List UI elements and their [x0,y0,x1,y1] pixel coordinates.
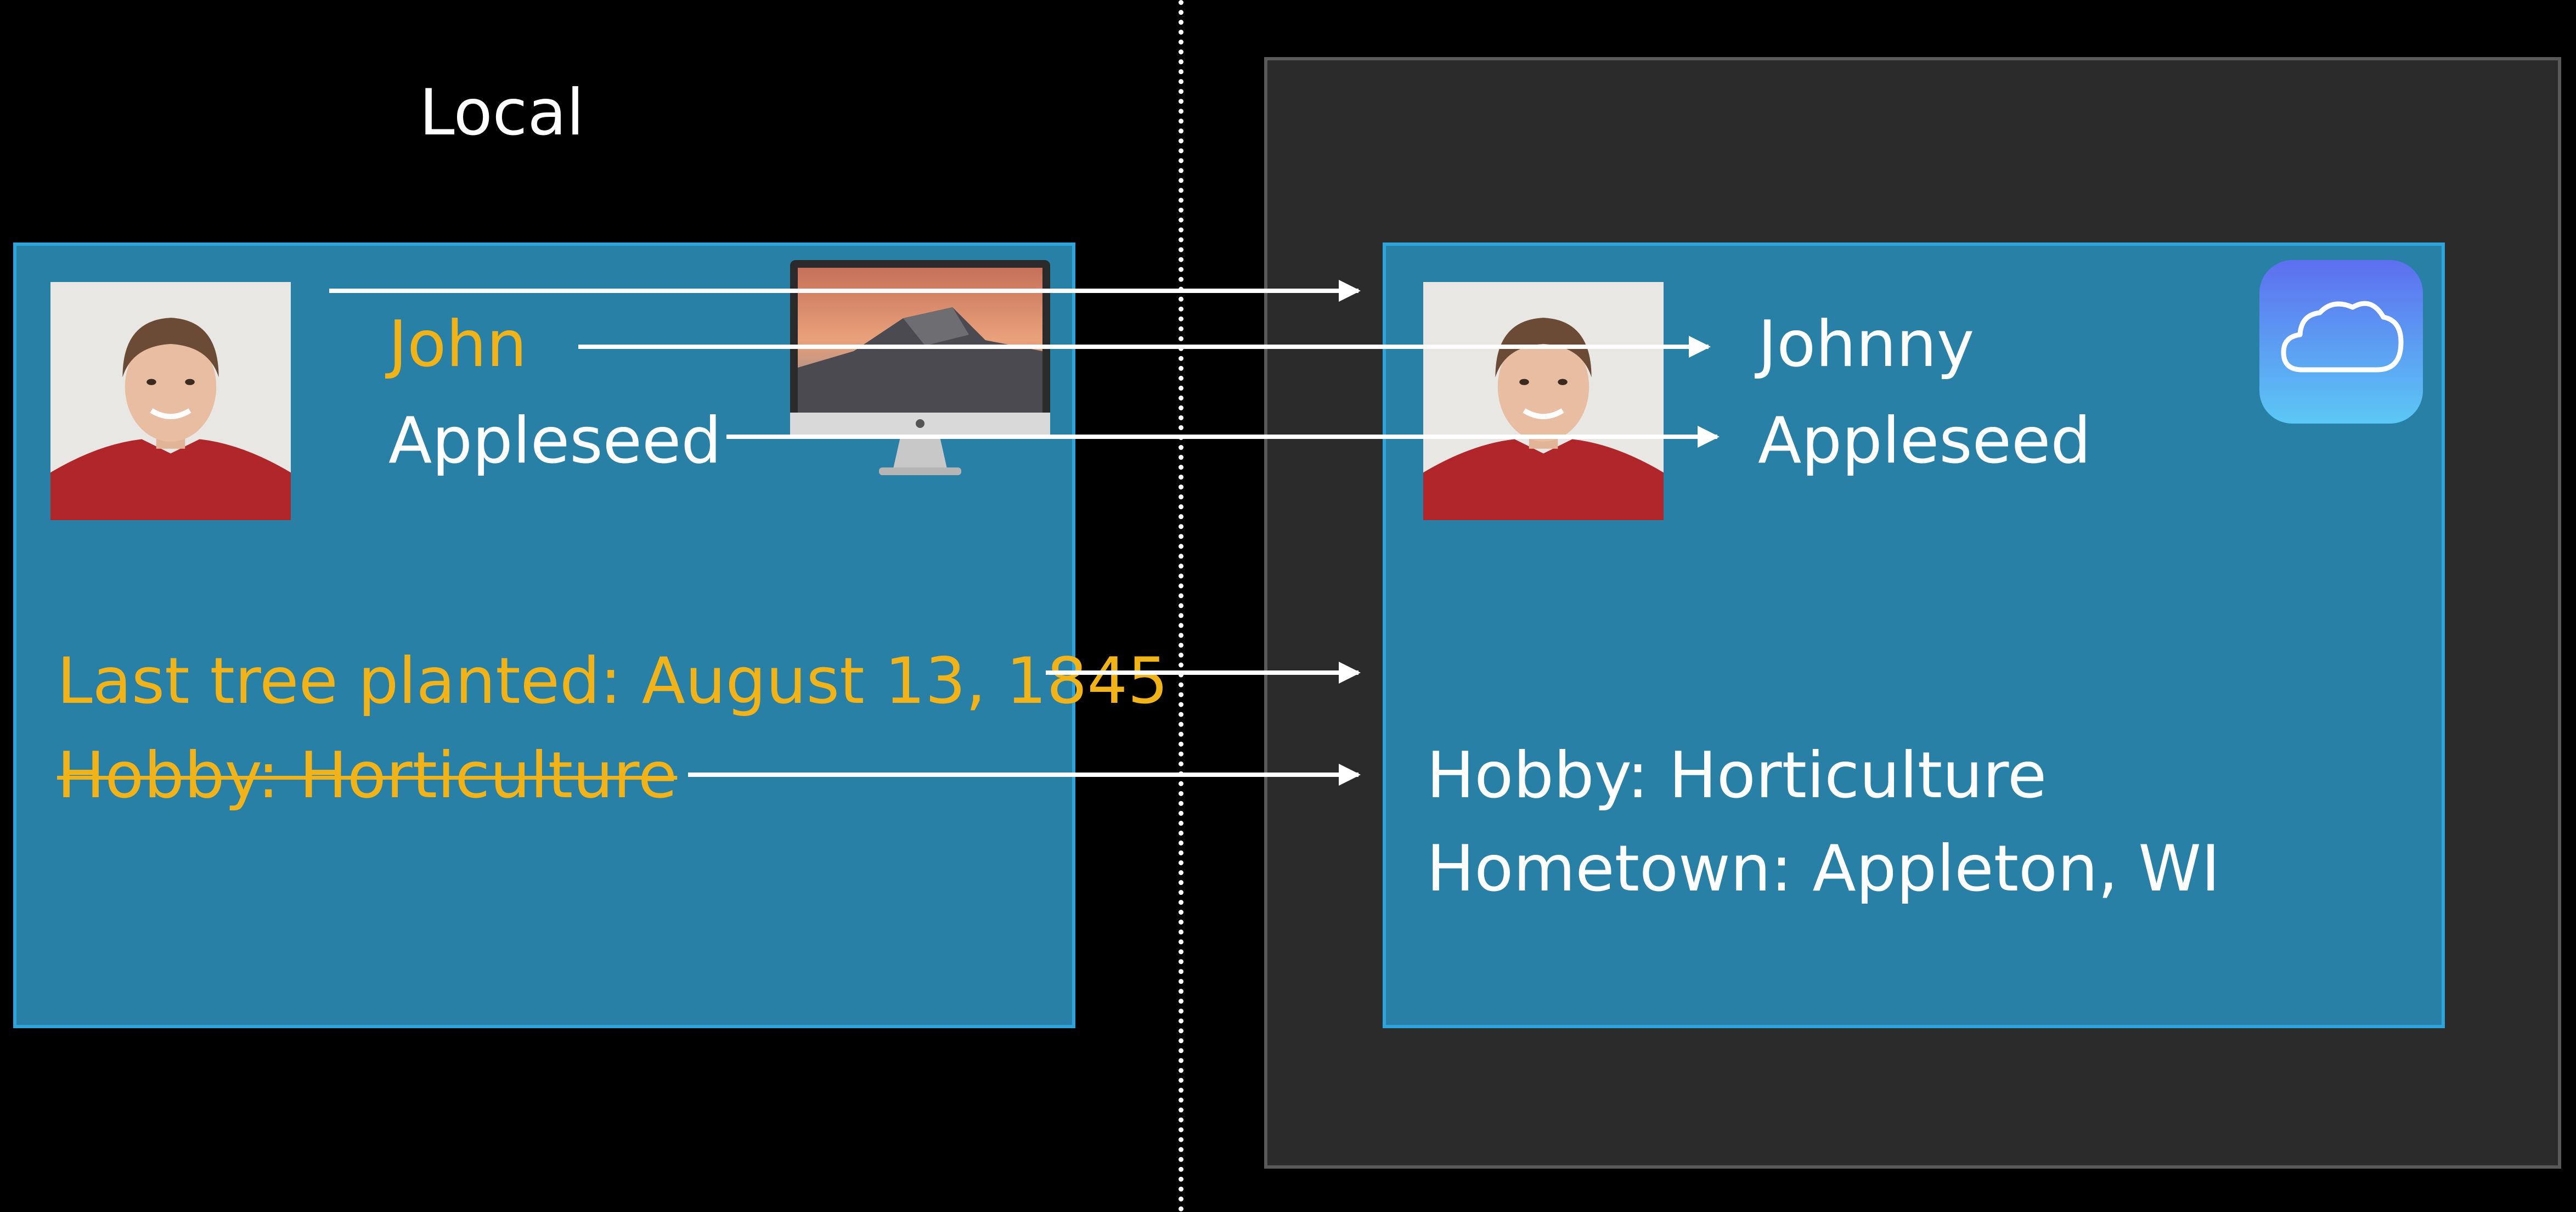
icloud-first-name: Johnny [1758,307,1975,381]
local-contact-photo [50,282,291,520]
local-hobby-deleted: Hobby: Horticulture [57,739,678,813]
local-title: Local [419,76,584,150]
local-last-tree-planted: Last tree planted: August 13, 1845 [57,644,1169,718]
icloud-contact-photo [1423,282,1664,520]
icloud-icon [2259,260,2423,424]
icloud-last-name: Appleseed [1758,404,2092,478]
icloud-hometown: Hometown: Appleton, WI [1427,832,2220,906]
imac-icon [788,258,1052,478]
local-last-name: Appleseed [388,404,722,478]
icloud-hobby: Hobby: Horticulture [1427,739,2047,813]
local-icloud-divider [1179,0,1183,1212]
local-first-name: John [388,307,527,381]
